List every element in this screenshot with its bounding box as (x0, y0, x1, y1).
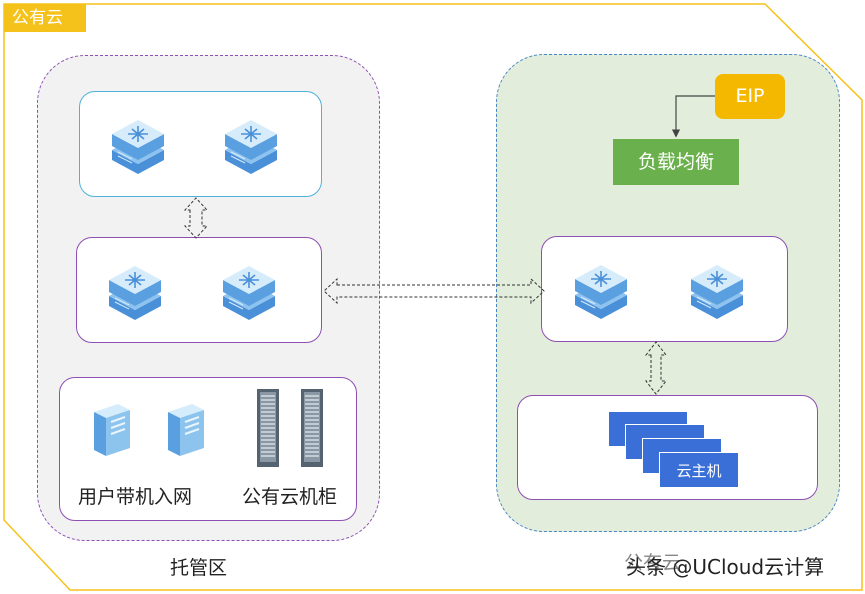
watermark: 头条 @UCloud云计算 (626, 555, 825, 579)
hosting-zone-label: 托管区 (170, 557, 228, 579)
vertical-link-right (644, 341, 668, 395)
cloud-switch-group (541, 236, 788, 342)
cabinets-label: 公有云机柜 (242, 486, 338, 508)
public-cloud-zone-label: 公有云 (624, 552, 682, 574)
eip-node: EIP (715, 74, 785, 119)
horizontal-link (323, 277, 545, 305)
equipment-group: 用户带机入网 公有云机柜 (59, 377, 357, 521)
cloud-host-label: 云主机 (659, 452, 739, 488)
public-cloud-tag: 公有云 (4, 4, 86, 32)
eip-to-load-balancer-arrow (671, 95, 715, 138)
load-balancer-node: 负载均衡 (613, 139, 739, 185)
servers-label: 用户带机入网 (78, 486, 193, 508)
top-switch-group (79, 91, 322, 197)
middle-switch-group (76, 237, 322, 343)
vertical-link-left (183, 197, 209, 239)
